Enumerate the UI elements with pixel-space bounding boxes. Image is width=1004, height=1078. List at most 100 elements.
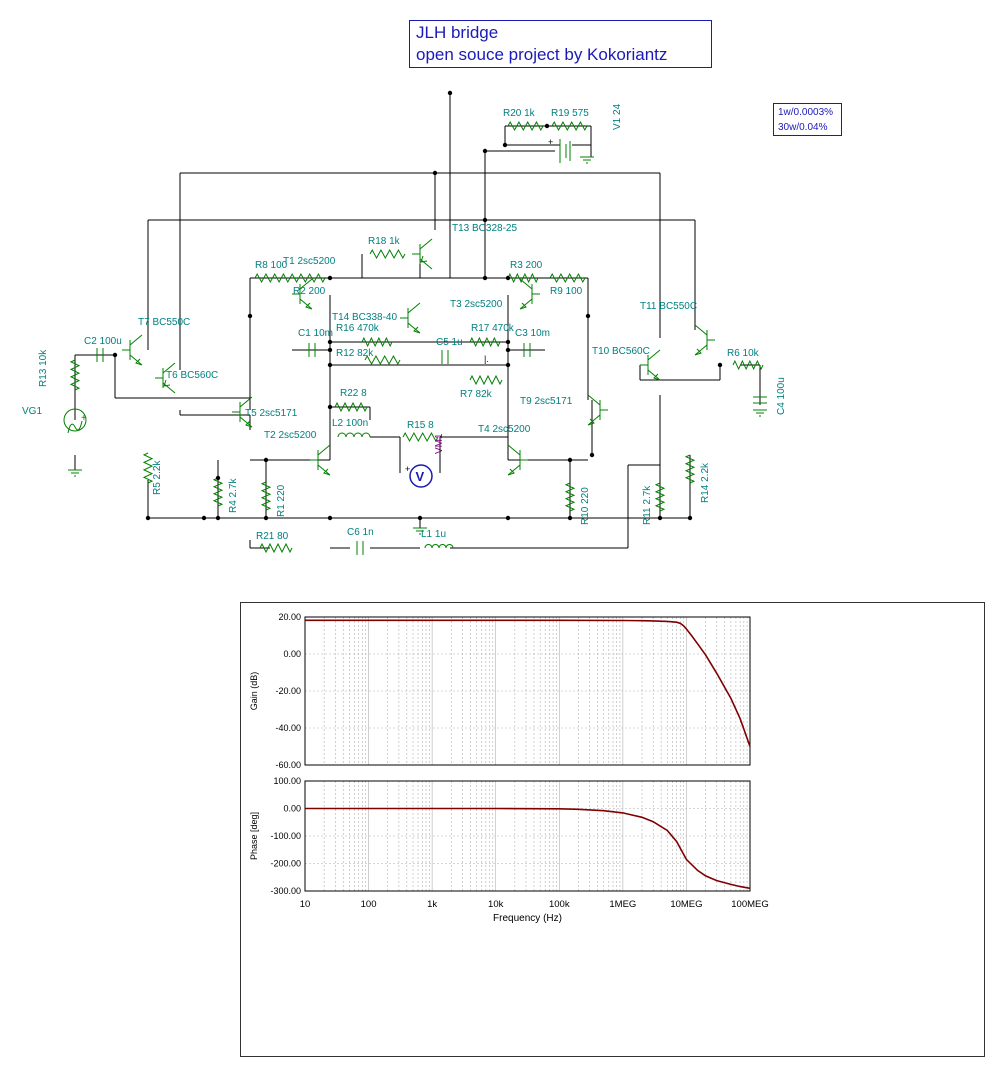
component-t9 bbox=[587, 394, 608, 426]
component-r14 bbox=[684, 454, 696, 484]
phase-ytick-label: 0.00 bbox=[283, 804, 301, 814]
phase-xtick-label: 100MEG bbox=[731, 899, 769, 910]
r22-label: R22 8 bbox=[340, 388, 367, 399]
phase-curve bbox=[305, 807, 751, 890]
r17-label: R17 470k bbox=[471, 323, 515, 334]
t6-label: T6 BC560C bbox=[166, 370, 218, 381]
component-t6 bbox=[155, 362, 176, 394]
r5-symbol bbox=[142, 452, 154, 484]
voltmeter-plus: + bbox=[405, 464, 410, 474]
r10-symbol bbox=[564, 482, 576, 512]
r6-symbol bbox=[732, 359, 764, 371]
t7-symbol bbox=[122, 334, 143, 366]
component-c5 bbox=[441, 350, 449, 364]
junction-dot-10 bbox=[585, 313, 591, 319]
t5-symbol bbox=[232, 396, 253, 428]
gain-ytick-label: -20.00 bbox=[275, 686, 301, 696]
component-r16 bbox=[361, 336, 393, 348]
r18-symbol bbox=[369, 248, 406, 260]
junction-dot-21 bbox=[215, 475, 221, 481]
r18-label: R18 1k bbox=[368, 236, 401, 247]
ground-0 bbox=[580, 156, 594, 164]
gain-curve bbox=[305, 619, 751, 747]
junction-dot-31 bbox=[112, 352, 118, 358]
c4-label: C4 100u bbox=[776, 377, 787, 415]
gain-ytick-label: 20.00 bbox=[278, 612, 301, 622]
note-line-2: 30w/0.04% bbox=[778, 122, 828, 133]
t10-label: T10 BC560C bbox=[592, 346, 650, 357]
ground-symbol bbox=[580, 156, 594, 164]
r7-symbol bbox=[469, 374, 503, 386]
gain-frame bbox=[304, 616, 751, 766]
component-t14 bbox=[400, 302, 421, 334]
component-c3 bbox=[523, 343, 531, 357]
phase-ytick-label: -300.00 bbox=[270, 886, 301, 896]
t2-symbol bbox=[310, 444, 331, 476]
r1-symbol bbox=[260, 481, 272, 511]
component-l1 bbox=[424, 544, 454, 549]
r4-symbol bbox=[212, 477, 224, 507]
c2-symbol bbox=[96, 348, 104, 362]
component-r20 bbox=[507, 120, 544, 132]
r13-label: R13 10k bbox=[38, 349, 49, 387]
junction-dot-9 bbox=[247, 313, 253, 319]
phase-xtick-label: 10k bbox=[488, 899, 504, 910]
r14-symbol bbox=[684, 454, 696, 484]
component-r4 bbox=[212, 477, 224, 507]
junction-dot-1 bbox=[544, 123, 550, 129]
junction-dot-13 bbox=[327, 347, 333, 353]
ground-symbol bbox=[68, 469, 82, 477]
r13-symbol bbox=[69, 359, 81, 391]
ground-3 bbox=[753, 409, 767, 417]
phase-ytick-label: -100.00 bbox=[270, 831, 301, 841]
gain-ytick-label: 0.00 bbox=[283, 649, 301, 659]
ground-symbol bbox=[413, 527, 427, 535]
component-r5 bbox=[142, 452, 154, 484]
junction-dot-11 bbox=[327, 339, 333, 345]
r16-symbol bbox=[361, 336, 393, 348]
v1-label: V1 24 bbox=[612, 103, 623, 130]
r2-label: R2 200 bbox=[293, 286, 326, 297]
c1-label: C1 10m bbox=[298, 328, 333, 339]
t1-label: T1 2sc5200 bbox=[283, 256, 336, 267]
component-r9 bbox=[549, 272, 586, 284]
component-t13 bbox=[412, 238, 433, 270]
junction-dot-20 bbox=[215, 515, 221, 521]
junction-dot-14 bbox=[505, 347, 511, 353]
r11-symbol bbox=[654, 482, 666, 512]
l2-symbol bbox=[337, 432, 371, 438]
title-box: JLH bridge open souce project by Kokoria… bbox=[409, 20, 712, 68]
junction-dot-15 bbox=[327, 362, 333, 368]
r19-symbol bbox=[551, 120, 588, 132]
t2-label: T2 2sc5200 bbox=[264, 430, 317, 441]
t3-symbol bbox=[519, 278, 540, 310]
junction-dot-17 bbox=[327, 404, 333, 410]
t7-label: T7 BC550C bbox=[138, 317, 190, 328]
r22-symbol bbox=[334, 401, 368, 413]
component-r21 bbox=[259, 542, 293, 554]
t3-label: T3 2sc5200 bbox=[450, 299, 503, 310]
junction-dot-18 bbox=[145, 515, 151, 521]
l2-label: L2 100n bbox=[332, 418, 368, 429]
c5-marker: |. bbox=[484, 354, 489, 364]
junction-dot-29 bbox=[263, 457, 269, 463]
vg1-symbol bbox=[63, 408, 87, 434]
phase-xtick-label: 10MEG bbox=[670, 899, 702, 910]
r12-label: R12 82k bbox=[336, 348, 374, 359]
r6-label: R6 10k bbox=[727, 348, 760, 359]
junction-dot-6 bbox=[482, 275, 488, 281]
r16-label: R16 470k bbox=[336, 323, 380, 334]
c6-symbol bbox=[356, 541, 364, 555]
c4-symbol bbox=[753, 396, 767, 404]
r12-symbol bbox=[364, 354, 401, 366]
gain-ytick-label: -60.00 bbox=[275, 760, 301, 770]
phase-xtick-label: 10 bbox=[300, 899, 311, 910]
r15-label: R15 8 bbox=[407, 420, 434, 431]
r9-label: R9 100 bbox=[550, 286, 583, 297]
phase-frame bbox=[304, 780, 751, 892]
t4-label: T4 2sc5200 bbox=[478, 424, 531, 435]
